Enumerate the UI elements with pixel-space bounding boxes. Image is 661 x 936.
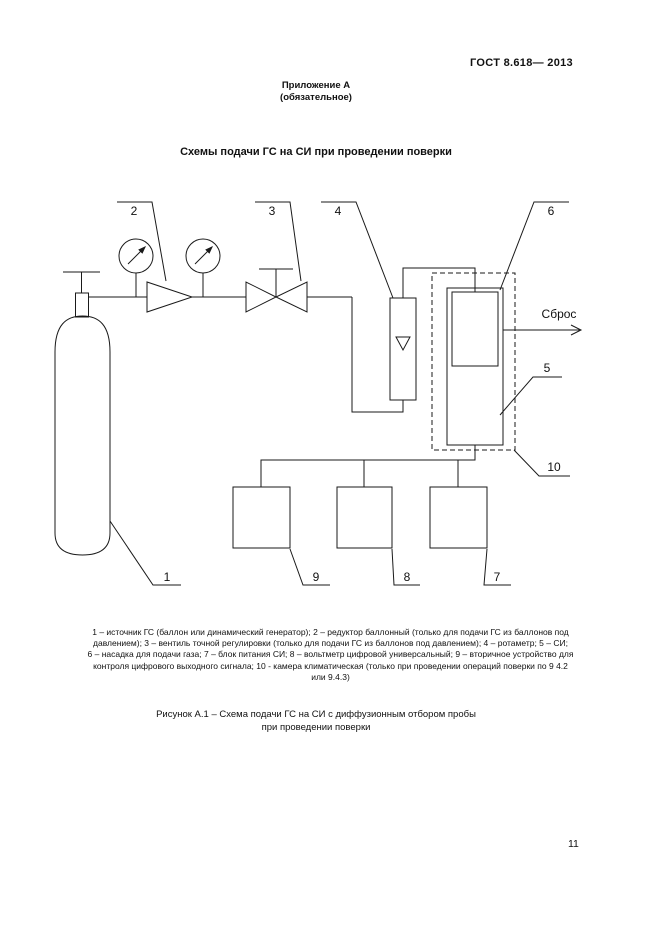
callout-label-8: 8	[404, 570, 411, 584]
appendix-title: Приложение А	[281, 80, 351, 91]
callout-label-10: 10	[547, 460, 561, 474]
measuring-instrument	[446, 287, 504, 446]
callout-label-1: 1	[164, 570, 171, 584]
callout-label-7: 7	[494, 570, 501, 584]
section-title: Схемы подачи ГС на СИ при проведении пов…	[180, 146, 452, 158]
callout-label-6: 6	[548, 204, 555, 218]
legend-line: или 9.4.3)	[311, 671, 350, 682]
pressure-regulator	[146, 281, 194, 313]
vent-label: Сброс	[542, 307, 577, 321]
legend-line: 6 – насадка для подачи газа; 7 – блок пи…	[87, 649, 574, 660]
pressure-gauge-left	[118, 238, 154, 297]
legend-line: давлением); 3 – вентиль точной регулиров…	[93, 638, 568, 649]
legend-line: 1 – источник ГС (баллон или динамический…	[92, 627, 569, 637]
gost-standard-number: ГОСТ 8.618— 2013	[470, 57, 573, 69]
page-number: 11	[568, 838, 579, 850]
pressure-gauge-right	[185, 238, 221, 297]
appendix-subtitle: (обязательное)	[280, 92, 352, 103]
voltmeter-box	[336, 486, 393, 549]
gas-cylinder	[54, 271, 111, 556]
pipe-lines	[88, 267, 476, 487]
callout-label-4: 4	[335, 204, 342, 218]
callout-label-2: 2	[131, 204, 138, 218]
appendix-heading: Приложение А (обязательное)	[0, 80, 632, 104]
climate-chamber	[431, 272, 516, 451]
figure-caption-line1: Рисунок А.1 – Схема подачи ГС на СИ с ди…	[156, 709, 476, 720]
fine-adjustment-valve	[245, 268, 308, 313]
figure-caption-line2: при проведении поверки	[261, 722, 371, 733]
gas-nozzle	[451, 291, 499, 367]
power-supply-box	[429, 486, 488, 549]
figure-caption: Рисунок А.1 – Схема подачи ГС на СИ с ди…	[0, 708, 632, 734]
figure-legend: 1 – источник ГС (баллон или динамический…	[0, 627, 661, 683]
legend-line: контроля цифрового выходного сигнала; 10…	[93, 660, 568, 671]
callout-label-3: 3	[269, 204, 276, 218]
leader-lines	[109, 201, 570, 586]
rotameter	[389, 297, 417, 401]
callout-label-5: 5	[544, 361, 551, 375]
vent-arrow	[503, 324, 583, 336]
callout-label-9: 9	[313, 570, 320, 584]
secondary-device-box	[232, 486, 291, 549]
